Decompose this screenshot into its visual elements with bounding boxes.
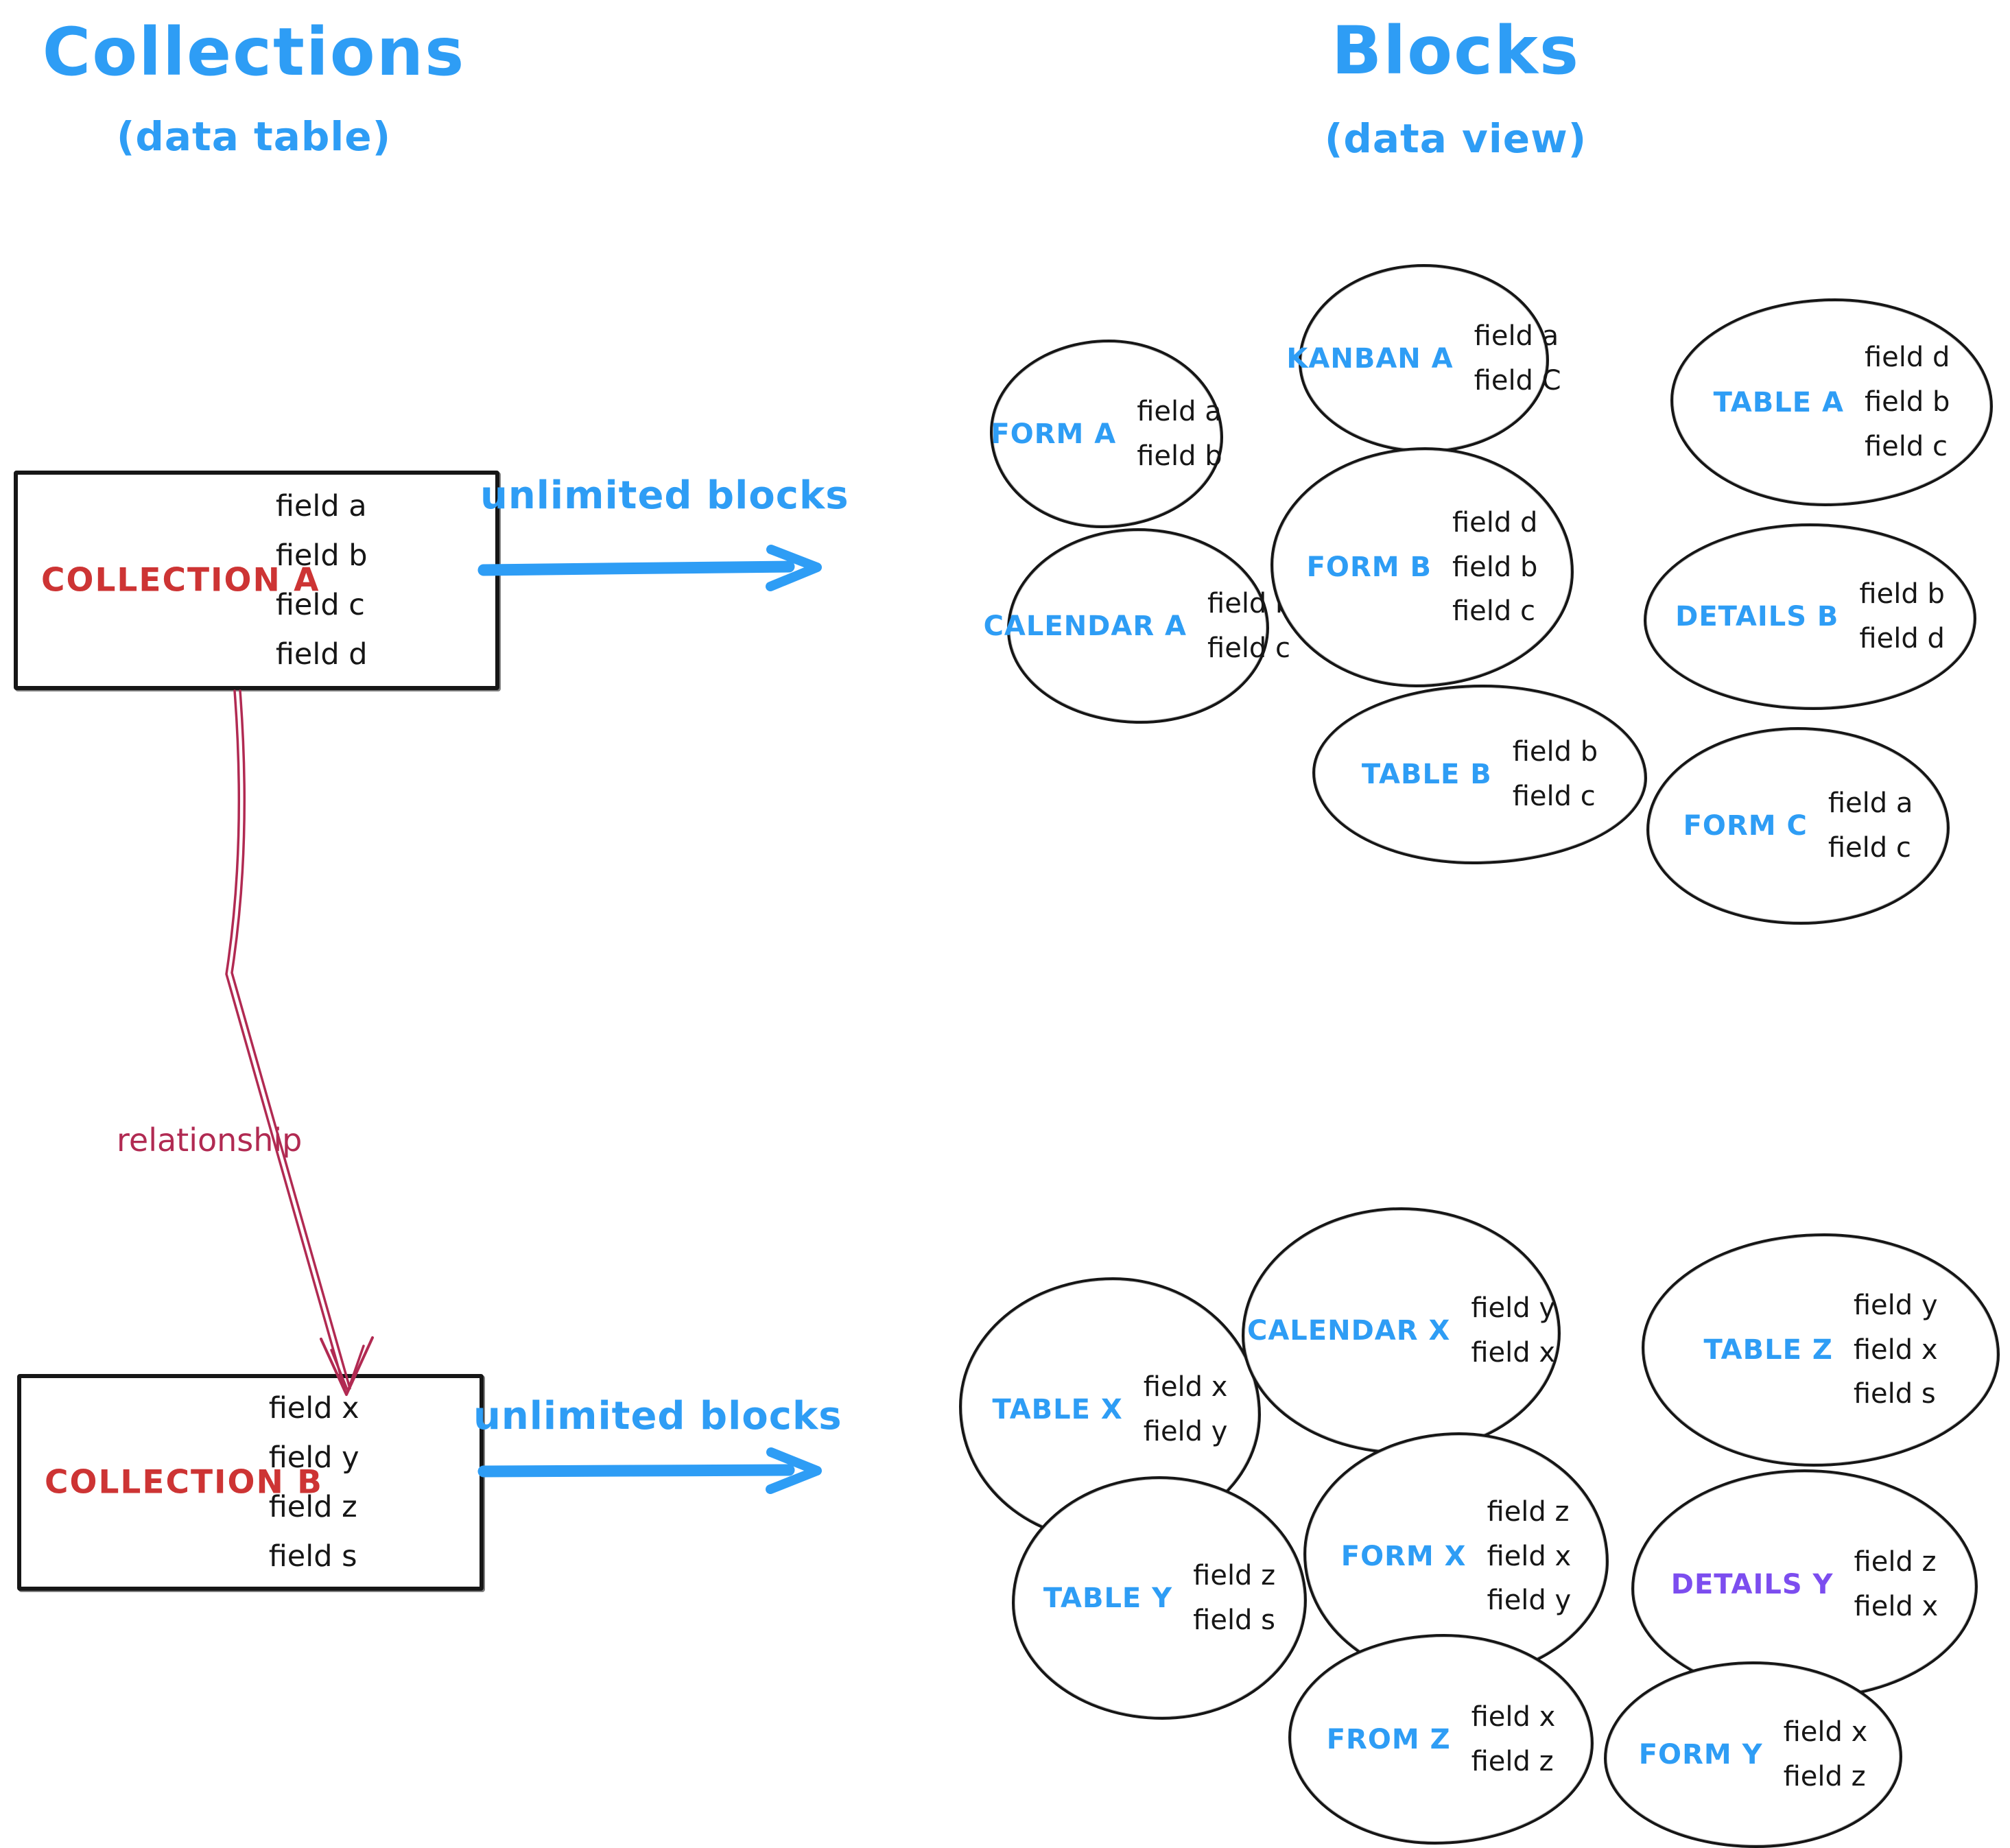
block-field: field b [1137,440,1222,472]
block-field: field s [1193,1604,1276,1636]
relationship-label: relationship [117,1122,303,1159]
block-label: TABLE B [1361,759,1492,790]
block-field: field d [1452,506,1538,538]
block-field: field s [1853,1378,1936,1410]
blocks-subtitle: (data view) [1324,115,1587,162]
block-field: field x [1471,1337,1556,1369]
block-field: field c [1512,781,1596,812]
block-field: field C [1474,364,1561,396]
block-field: field d [1864,342,1950,374]
block-form-x: FORM X field z field x field y [1303,1432,1609,1681]
collection-field: field a [275,489,367,523]
block-field: field x [1854,1590,1939,1622]
block-calendar-a: CALENDAR A field b field c [984,528,1292,724]
block-field: field b [1452,551,1538,583]
collection-b-box: COLLECTION B field x field y field z fie… [17,1374,484,1591]
collection-field: field x [268,1391,359,1425]
collection-field: field y [268,1441,359,1475]
block-field: field b [1864,386,1950,418]
collection-field: field b [275,538,368,573]
block-details-y: DETAILS Y field z field x [1631,1469,1978,1699]
block-field: field a [1137,395,1222,427]
block-table-z: TABLE Z field y field x field s [1642,1233,2000,1467]
block-label: DETAILS Y [1670,1568,1834,1600]
collections-title: Collections [42,14,466,91]
block-label: CALENDAR X [1246,1315,1451,1347]
unlimited-blocks-label-bottom: unlimited blocks [473,1394,842,1438]
block-label: TABLE Z [1703,1334,1833,1366]
block-field: field z [1487,1495,1570,1528]
block-label: TABLE X [992,1393,1123,1425]
block-field: field d [1859,623,1945,654]
block-form-b: FORM B field d field b field c [1270,447,1574,687]
block-field: field z [1193,1559,1276,1591]
unlimited-blocks-label-top: unlimited blocks [480,473,849,518]
collection-field: field c [275,588,365,622]
block-field: field y [1853,1289,1938,1321]
block-table-b: TABLE B field b field c [1312,685,1647,864]
block-field: field b [1512,736,1598,768]
collection-a-fields: field a field b field c field d [276,482,368,679]
block-kanban-a: KANBAN A field a field C [1286,264,1561,453]
block-field: field z [1783,1761,1866,1792]
block-label: TABLE Y [1043,1582,1173,1614]
blocks-title: Blocks [1332,12,1580,89]
block-label: CALENDAR A [983,610,1187,642]
block-from-z: FROM Z field x field z [1288,1634,1594,1845]
block-field: field a [1474,320,1559,352]
block-field: field z [1854,1545,1937,1578]
block-label: FORM A [991,418,1117,450]
collection-field: field z [268,1490,357,1524]
block-label: FORM X [1340,1541,1467,1572]
unlimited-blocks-arrow-bottom [477,1447,822,1494]
block-field: field x [1471,1701,1556,1733]
block-label: FORM B [1306,552,1432,583]
collection-b-label: COLLECTION B [45,1463,323,1502]
block-table-a: TABLE A field d field b field c [1670,298,1993,506]
collection-a-box: COLLECTION A field a field b field c fie… [14,471,499,690]
block-field: field c [1864,430,1948,462]
block-form-y: FORM Y field x field z [1604,1661,1902,1848]
block-field: field y [1487,1585,1572,1617]
block-form-a: FORM A field a field b [990,340,1223,528]
block-field: field x [1143,1371,1228,1403]
block-label: DETAILS B [1675,601,1839,632]
block-details-b: DETAILS B field b field d [1644,523,1976,710]
collection-a-label: COLLECTION A [41,561,320,600]
block-field: field x [1853,1334,1938,1366]
block-label: FORM Y [1638,1739,1763,1770]
block-label: KANBAN A [1286,342,1454,375]
collection-b-fields: field x field y field z field s [269,1384,359,1581]
block-form-c: FORM C field a field c [1646,727,1950,925]
block-field: field x [1783,1716,1868,1749]
block-table-y: TABLE Y field z field s [1012,1476,1307,1720]
block-label: FORM C [1683,810,1808,842]
block-field: field z [1471,1745,1554,1777]
block-field: field b [1859,578,1945,611]
collection-field: field d [275,637,368,672]
collection-field: field s [268,1539,357,1574]
block-field: field y [1471,1292,1556,1325]
block-field: field y [1143,1415,1228,1447]
collections-subtitle: (data table) [116,113,392,160]
block-field: field c [1452,595,1535,628]
block-field: field c [1828,832,1911,864]
unlimited-blocks-arrow-top [477,545,822,591]
block-label: TABLE A [1713,386,1844,418]
block-field: field a [1828,787,1913,820]
block-field: field x [1487,1540,1572,1572]
block-calendar-x: CALENDAR X field y field x [1242,1207,1561,1454]
block-field: field c [1207,632,1291,664]
block-label: FROM Z [1326,1723,1451,1755]
